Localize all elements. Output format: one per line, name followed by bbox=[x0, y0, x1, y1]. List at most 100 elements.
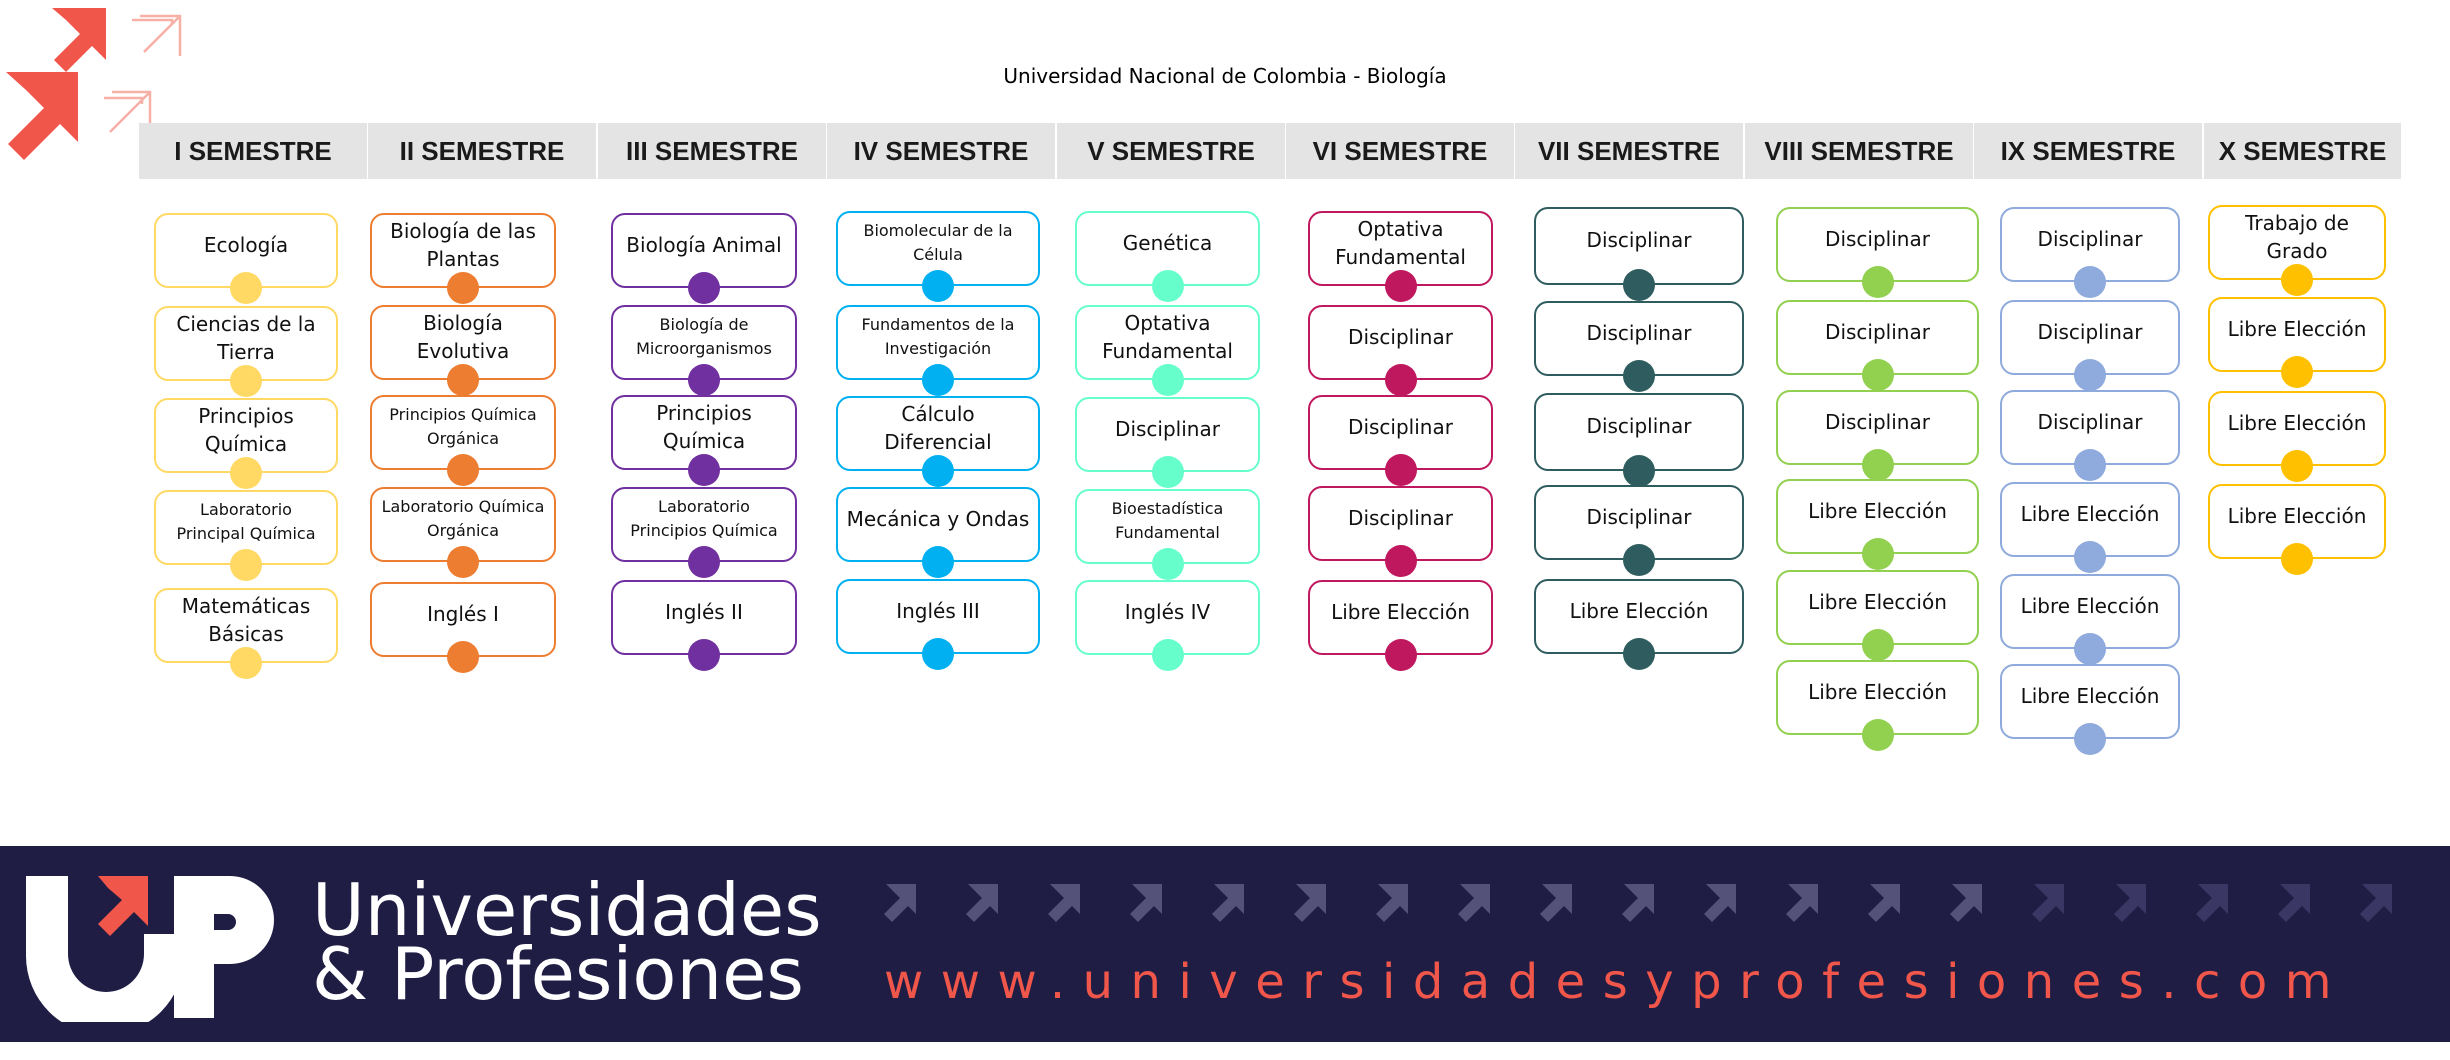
course-connector-dot bbox=[447, 454, 479, 486]
arrow-up-right-icon bbox=[1950, 884, 1982, 922]
course-connector-dot bbox=[1151, 270, 1184, 302]
arrow-up-right-icon bbox=[1622, 884, 1654, 922]
course-connector-dot bbox=[1384, 545, 1417, 577]
course-box: Disciplinar bbox=[1534, 207, 1744, 285]
course-connector-dot bbox=[1861, 449, 1894, 481]
course-box: Libre Elección bbox=[2000, 574, 2180, 649]
arrow-up-right-icon bbox=[1868, 884, 1900, 922]
course-connector-dot bbox=[1623, 455, 1655, 487]
course-connector-dot bbox=[1384, 639, 1417, 671]
course-box: Disciplinar bbox=[1308, 486, 1493, 561]
course-connector-dot bbox=[2074, 266, 2106, 298]
course-connector-dot bbox=[1623, 360, 1655, 392]
arrow-up-right-icon bbox=[2114, 884, 2146, 922]
course-connector-dot bbox=[688, 546, 720, 578]
website-url: www.universidadesyprofesiones.com bbox=[884, 954, 2350, 1010]
course-box: Libre Elección bbox=[2208, 391, 2386, 466]
course-box: Bioestadística Fundamental bbox=[1075, 489, 1260, 564]
course-connector-dot bbox=[922, 270, 954, 302]
course-connector-dot bbox=[2074, 359, 2106, 391]
course-connector-dot bbox=[1861, 266, 1894, 298]
brand-name-line2: & Profesiones bbox=[312, 932, 804, 1016]
course-connector-dot bbox=[2074, 541, 2106, 573]
arrow-up-right-icon bbox=[884, 884, 916, 922]
course-connector-dot bbox=[2281, 264, 2313, 296]
arrow-up-right-icon bbox=[1048, 884, 1080, 922]
course-connector-dot bbox=[688, 639, 720, 671]
arrow-up-right-icon bbox=[2196, 884, 2228, 922]
course-connector-dot bbox=[1151, 456, 1184, 488]
course-box: Disciplinar bbox=[1075, 397, 1260, 472]
course-connector-dot bbox=[1623, 269, 1655, 301]
course-box: Disciplinar bbox=[1776, 300, 1979, 375]
course-connector-dot bbox=[922, 546, 954, 578]
course-connector-dot bbox=[1151, 364, 1184, 396]
course-connector-dot bbox=[1623, 638, 1655, 670]
course-connector-dot bbox=[447, 364, 479, 396]
course-connector-dot bbox=[1384, 270, 1417, 302]
course-connector-dot bbox=[2281, 356, 2313, 388]
brand-name-line1: Universidades bbox=[312, 868, 822, 952]
course-connector-dot bbox=[688, 364, 720, 396]
course-connector-dot bbox=[2281, 543, 2313, 575]
semester-header: IX SEMESTRE bbox=[1974, 123, 2202, 179]
arrow-up-right-icon bbox=[1212, 884, 1244, 922]
corner-arrows-logo bbox=[6, 8, 182, 160]
course-connector-dot bbox=[230, 457, 262, 489]
course-connector-dot bbox=[230, 549, 262, 581]
arrow-up-right-icon bbox=[1786, 884, 1818, 922]
course-box: Biología de las Plantas bbox=[370, 213, 556, 288]
page-title: Universidad Nacional de Colombia - Biolo… bbox=[1003, 64, 1447, 88]
semester-header: III SEMESTRE bbox=[598, 123, 826, 179]
decorative-arrow-row bbox=[884, 884, 2392, 922]
course-box: Principios Química bbox=[611, 395, 797, 470]
semester-header: V SEMESTRE bbox=[1057, 123, 1285, 179]
arrow-up-right-icon bbox=[1704, 884, 1736, 922]
course-connector-dot bbox=[688, 272, 720, 304]
semester-header: IV SEMESTRE bbox=[827, 123, 1055, 179]
course-box: Laboratorio Principios Química bbox=[611, 487, 797, 562]
course-connector-dot bbox=[1861, 359, 1894, 391]
arrow-up-right-icon bbox=[1130, 884, 1162, 922]
arrow-up-right-icon bbox=[1294, 884, 1326, 922]
arrow-up-right-icon bbox=[966, 884, 998, 922]
course-connector-dot bbox=[1623, 544, 1655, 576]
semester-header: X SEMESTRE bbox=[2204, 123, 2401, 179]
footer-banner: Universidades & Profesiones www.universi… bbox=[0, 846, 2450, 1042]
course-connector-dot bbox=[1384, 364, 1417, 396]
arrow-up-right-outline-icon bbox=[132, 14, 182, 56]
course-connector-dot bbox=[2281, 450, 2313, 482]
course-connector-dot bbox=[1151, 548, 1184, 580]
course-connector-dot bbox=[922, 364, 954, 396]
semester-header: I SEMESTRE bbox=[139, 123, 367, 179]
course-connector-dot bbox=[1861, 719, 1894, 751]
semester-header: VII SEMESTRE bbox=[1515, 123, 1743, 179]
course-connector-dot bbox=[922, 638, 954, 670]
arrow-up-right-icon bbox=[1376, 884, 1408, 922]
semester-header: II SEMESTRE bbox=[368, 123, 596, 179]
course-connector-dot bbox=[447, 641, 479, 673]
arrow-up-right-icon bbox=[2032, 884, 2064, 922]
arrow-up-right-icon bbox=[2278, 884, 2310, 922]
course-box: Biología de Microorganismos bbox=[611, 305, 797, 380]
course-box: Libre Elección bbox=[1308, 580, 1493, 655]
course-connector-dot bbox=[230, 272, 262, 304]
course-connector-dot bbox=[230, 365, 262, 397]
course-connector-dot bbox=[447, 546, 479, 578]
arrow-up-right-icon bbox=[6, 72, 78, 160]
arrow-up-right-icon bbox=[52, 8, 106, 72]
course-connector-dot bbox=[1861, 538, 1894, 570]
course-connector-dot bbox=[230, 647, 262, 679]
course-connector-dot bbox=[1151, 639, 1184, 671]
course-connector-dot bbox=[1861, 629, 1894, 661]
course-connector-dot bbox=[2074, 633, 2106, 665]
course-connector-dot bbox=[2074, 723, 2106, 755]
arrow-up-right-icon bbox=[2360, 884, 2392, 922]
arrow-up-right-icon bbox=[1540, 884, 1572, 922]
semester-header: VIII SEMESTRE bbox=[1745, 123, 1973, 179]
semester-header: VI SEMESTRE bbox=[1286, 123, 1514, 179]
arrow-up-right-icon bbox=[1458, 884, 1490, 922]
course-connector-dot bbox=[922, 455, 954, 487]
course-connector-dot bbox=[2074, 449, 2106, 481]
